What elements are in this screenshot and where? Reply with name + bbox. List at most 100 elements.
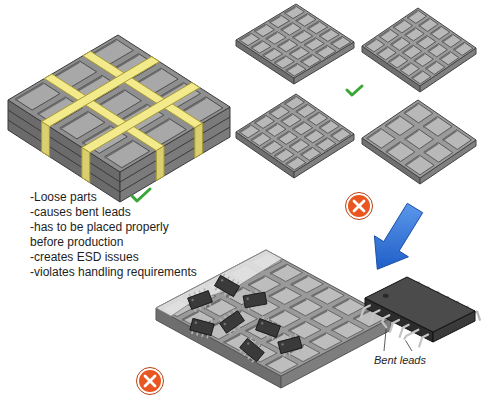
- tray-pocket: [388, 55, 407, 68]
- tray-pocket: [311, 310, 344, 327]
- loose-chip: [243, 289, 268, 312]
- pocket-wall: [404, 103, 418, 115]
- tray-pocket: [442, 34, 461, 47]
- loose-chip: [213, 272, 242, 299]
- pocket-wall: [292, 30, 303, 39]
- pocket-wall: [290, 298, 307, 309]
- reject-circle: [138, 369, 162, 393]
- pocket-wall: [291, 275, 308, 286]
- pocket-wall: [454, 42, 465, 51]
- tray-pocket: [430, 26, 449, 39]
- loose-chip: [254, 315, 281, 340]
- pocket-wall: [262, 141, 273, 150]
- pin-one-dot: [194, 321, 197, 324]
- tray-pocket: [286, 157, 306, 170]
- tray-pocket: [393, 20, 412, 33]
- tray-pocket: [405, 28, 424, 41]
- pin-one-dot: [246, 297, 249, 300]
- pocket-wall: [319, 120, 330, 129]
- tray-pocket: [289, 321, 322, 338]
- chip-body: [240, 338, 265, 361]
- pocket-wall: [265, 356, 282, 367]
- chip-top: [365, 277, 475, 332]
- tray-pocket: [440, 52, 459, 65]
- pocket-wall: [289, 47, 300, 56]
- tray-pocket: [416, 36, 435, 49]
- pocket-wall: [296, 104, 307, 113]
- pocket-wall: [281, 23, 292, 32]
- chip-lead: [361, 305, 370, 317]
- tray-pocket: [316, 45, 336, 58]
- pocket-wall: [331, 36, 342, 45]
- reject-ring: [137, 368, 164, 395]
- note-text: -has to be placed properly before produc…: [30, 220, 190, 250]
- pocket-wall: [423, 117, 437, 129]
- tray-pocket: [405, 129, 434, 149]
- pocket-wall: [269, 106, 280, 115]
- tray-top: [362, 100, 476, 178]
- pocket-wall: [289, 139, 300, 148]
- tray-pocket: [105, 140, 150, 167]
- tray-top: [362, 8, 476, 86]
- chip-lead: [390, 320, 399, 332]
- tray-pocket: [428, 44, 447, 57]
- callout-label: Bent leads: [374, 354, 426, 367]
- pin-one-dot: [281, 343, 284, 346]
- pocket-wall: [430, 26, 441, 35]
- pocket-wall: [319, 29, 330, 38]
- check-mark: [132, 189, 150, 201]
- tray-pocket: [365, 39, 384, 52]
- loose-chip: [189, 315, 215, 339]
- chip-body: [256, 319, 281, 338]
- pocket-wall: [419, 18, 430, 27]
- pocket-wall: [367, 129, 381, 141]
- tray-pocket: [331, 128, 351, 141]
- tray-pocket: [386, 142, 415, 162]
- chip-body: [220, 311, 245, 333]
- chip-body: [214, 275, 239, 296]
- pocket-wall: [379, 29, 390, 38]
- pocket-wall: [15, 83, 43, 101]
- pocket-wall: [405, 155, 419, 167]
- pocket-wall: [304, 130, 315, 139]
- tray-top: [236, 4, 354, 78]
- tray-pocket: [286, 63, 306, 76]
- pocket-wall: [385, 116, 399, 128]
- tray-pocket: [454, 42, 473, 55]
- tray-pocket: [400, 63, 419, 76]
- pocket-wall: [289, 321, 306, 332]
- strap: [82, 83, 200, 153]
- pocket-wall: [266, 32, 277, 41]
- check-mark: [347, 86, 362, 95]
- pocket-wall: [402, 45, 413, 54]
- pocket-wall: [386, 142, 400, 154]
- tray-pocket: [443, 130, 472, 150]
- chip-closeup: [361, 277, 480, 347]
- strap: [195, 123, 203, 158]
- strap: [82, 148, 90, 183]
- pocket-wall: [105, 140, 133, 158]
- tray-pocket: [270, 264, 303, 281]
- tray-pocket: [385, 116, 414, 136]
- pocket-wall: [365, 39, 376, 48]
- single-tray: [362, 100, 476, 184]
- chip-body: [190, 318, 214, 335]
- single-tray: [236, 94, 354, 178]
- tray-pocket: [379, 29, 398, 42]
- pocket-wall: [251, 41, 262, 50]
- chip-lead: [382, 315, 389, 327]
- pocket-wall: [251, 133, 262, 142]
- pocket-wall: [309, 333, 326, 344]
- tray-pocket: [265, 356, 298, 373]
- pocket-wall: [407, 10, 418, 19]
- leader-line: [384, 329, 386, 351]
- pocket-wall: [301, 54, 312, 63]
- note-text: -violates handling requirements: [30, 265, 197, 280]
- pocket-wall: [426, 61, 437, 70]
- tray-pocket: [424, 143, 453, 163]
- pocket-wall: [239, 33, 250, 42]
- tray-pocket: [331, 36, 351, 49]
- strap: [42, 122, 50, 157]
- pocket-wall: [442, 34, 453, 43]
